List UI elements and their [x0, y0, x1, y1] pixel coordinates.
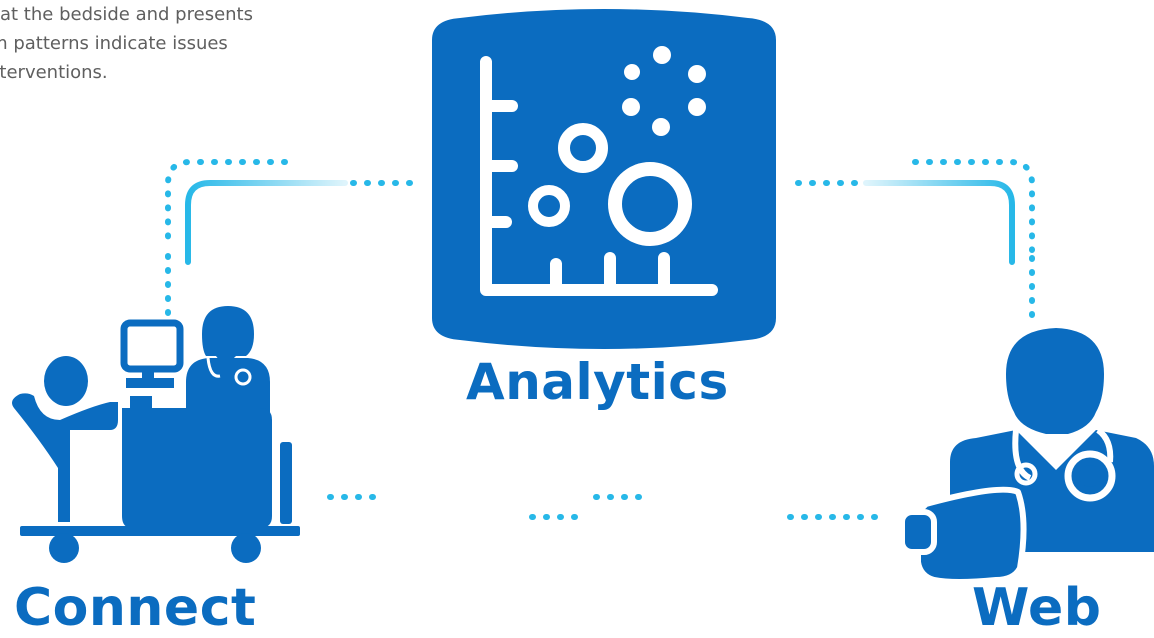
- intro-paragraph: at the bedside and presents rm patterns …: [0, 0, 340, 100]
- connector-connect-web: [327, 494, 883, 520]
- connector-analytics-connect: [165, 159, 428, 321]
- analytics-label: Analytics: [466, 353, 729, 411]
- bedside-patient-nurse-monitor-icon: [12, 306, 300, 563]
- analytics-cylinder-chart-icon: [432, 9, 776, 349]
- intro-line-1: at the bedside and presents: [0, 4, 253, 25]
- connect-label: Connect: [14, 578, 257, 638]
- connector-analytics-web: [775, 159, 1035, 325]
- web-label: Web: [972, 578, 1102, 638]
- intro-line-2: rm patterns indicate issues: [0, 33, 228, 54]
- clinician-with-tablet-icon: [899, 328, 1154, 585]
- intro-line-3: nterventions.: [0, 62, 108, 83]
